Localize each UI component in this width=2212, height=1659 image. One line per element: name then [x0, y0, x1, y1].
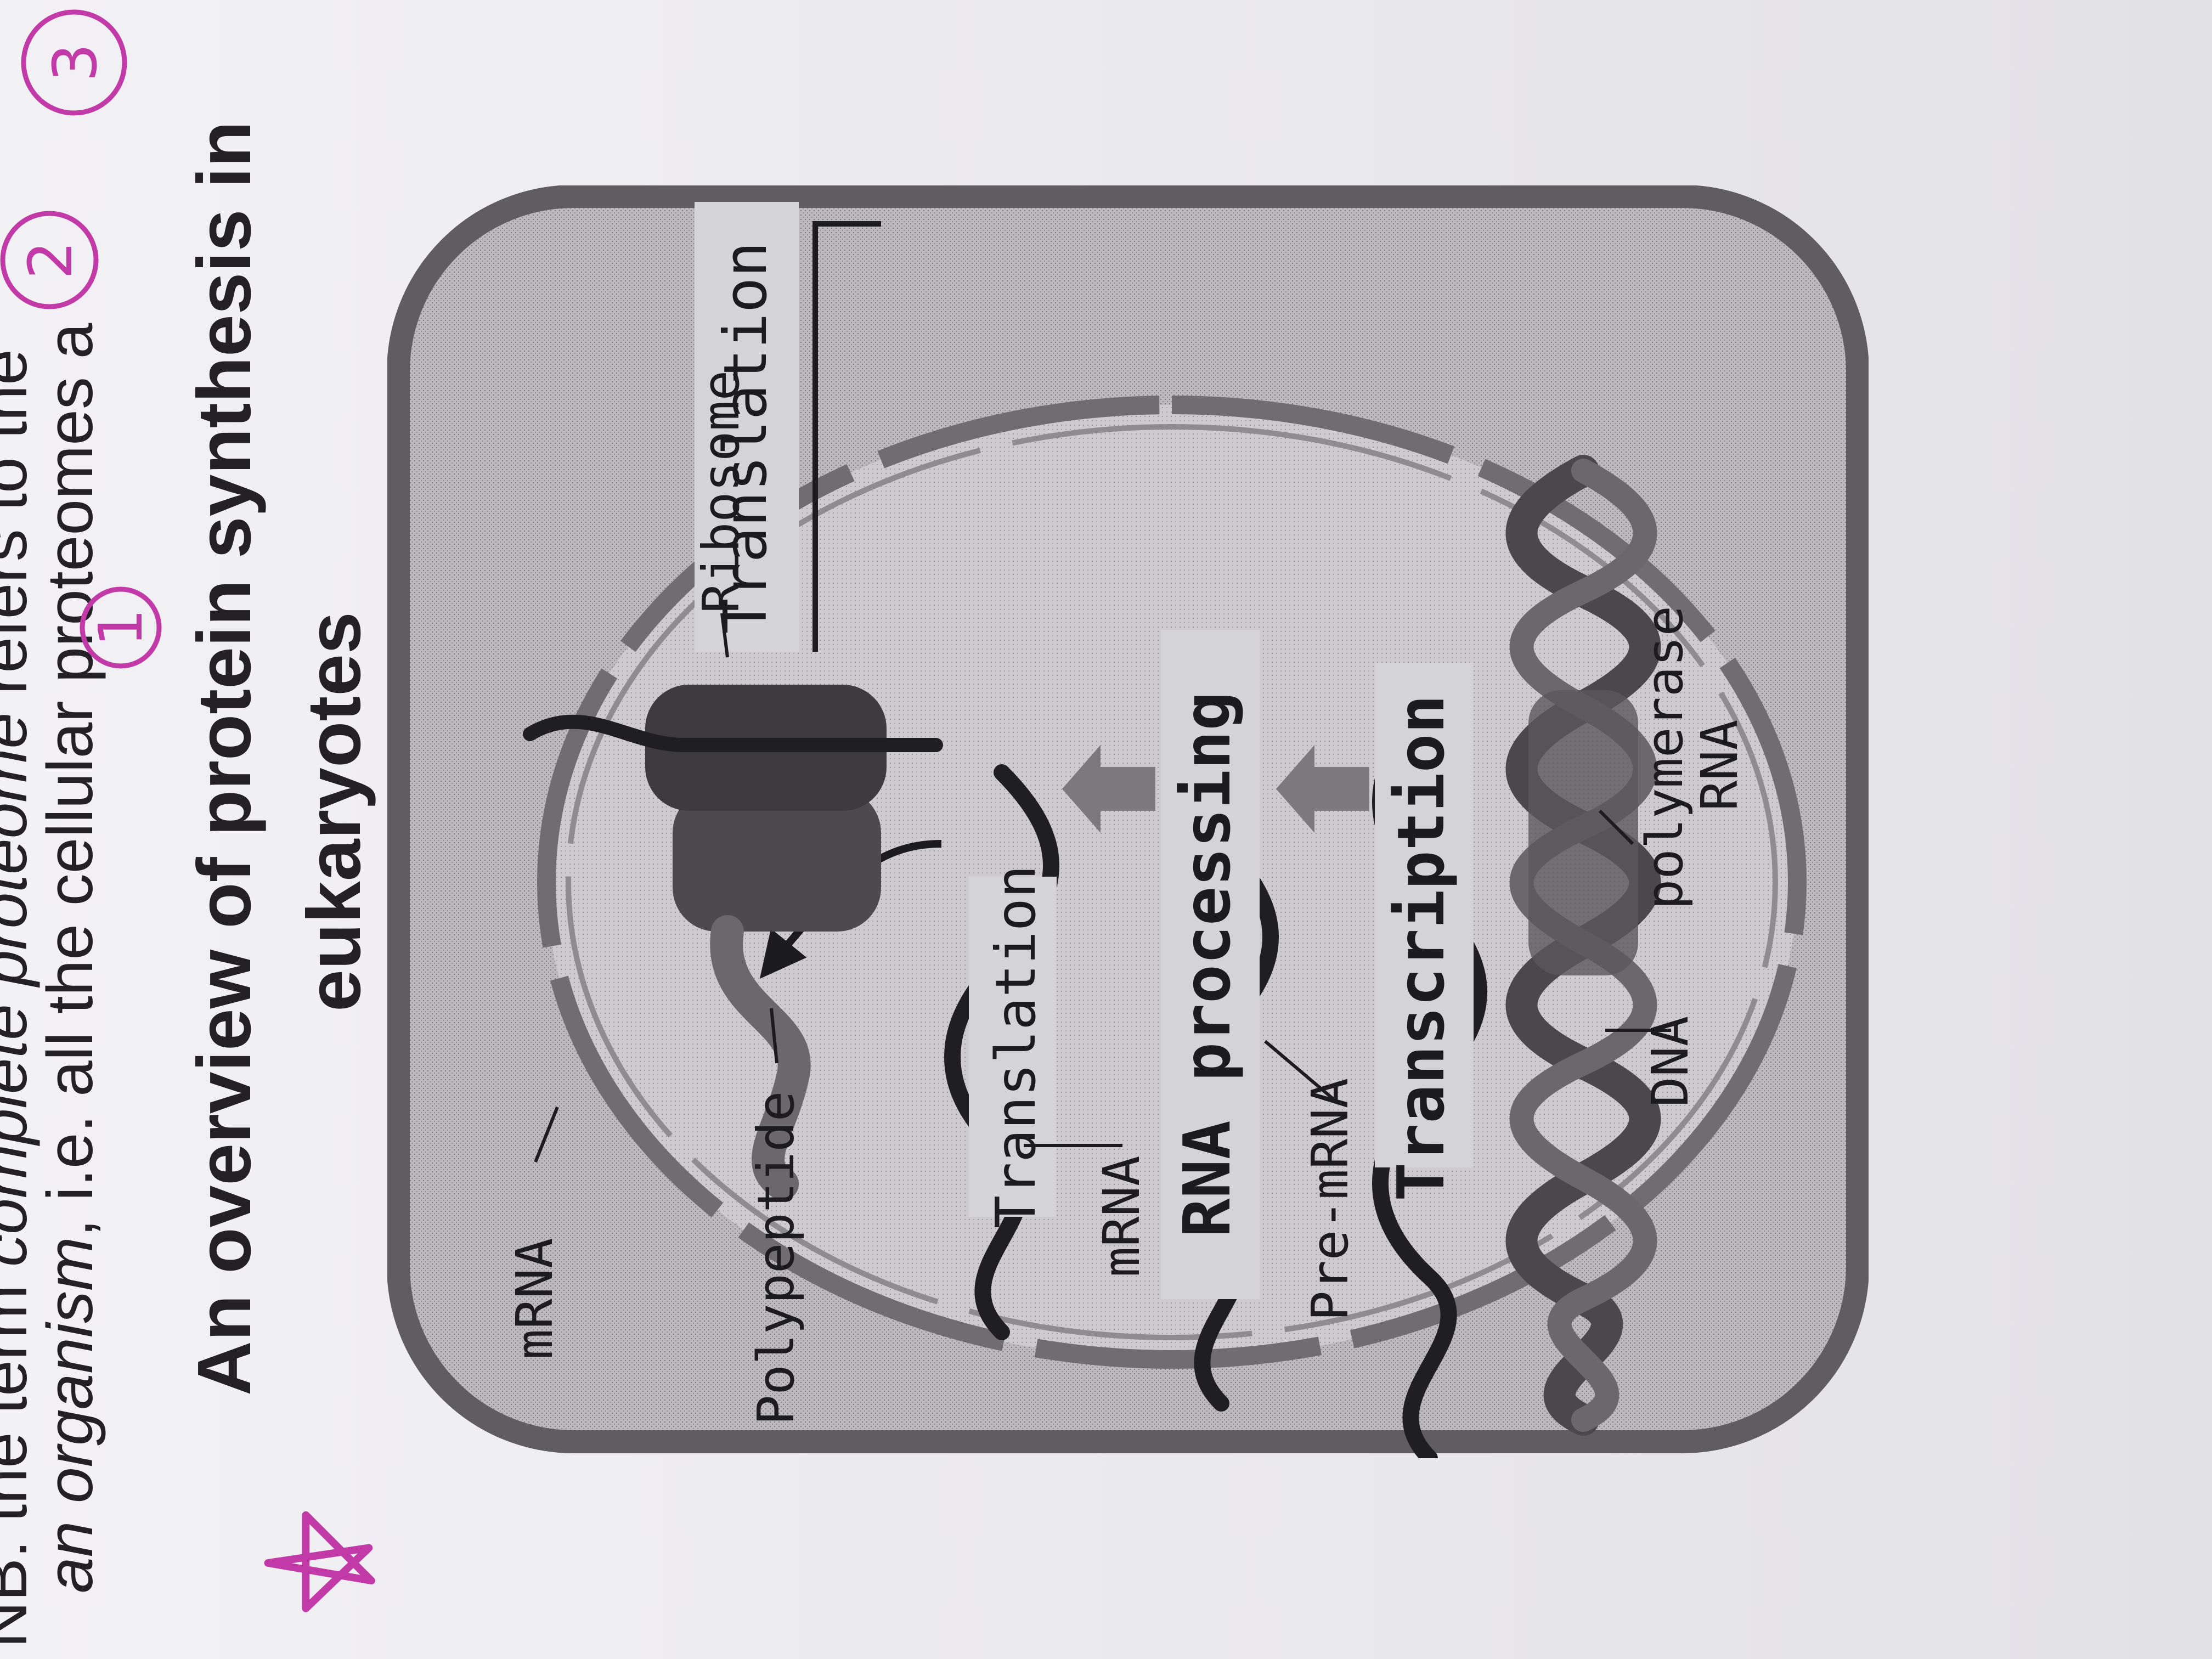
translation-bracket-line — [812, 221, 881, 652]
polypeptide-chain — [710, 915, 811, 1200]
translation-inner-box — [969, 877, 1057, 1217]
margin-number-3: 3 — [21, 9, 127, 116]
leader-rna-polymerase — [1598, 809, 1634, 845]
leader-ribosome — [720, 613, 729, 658]
rna-processing-arrow — [1062, 745, 1155, 833]
leader-polypeptide — [770, 1008, 778, 1064]
svg-text:3: 3 — [40, 43, 110, 82]
label-mrna-cytoplasm: mRNA — [505, 1238, 564, 1359]
line2-italic-term: an organism — [34, 1237, 106, 1593]
label-rna-polymerase-2: polymerase — [1635, 606, 1694, 910]
leader-pre-mrna — [1264, 1040, 1338, 1103]
dna-helix — [1505, 455, 1661, 1436]
label-polypeptide: Polypeptide — [747, 1091, 805, 1425]
leader-mrna-cytoplasm — [534, 1106, 559, 1163]
rna-processing-box — [1161, 630, 1260, 1299]
margin-number-2: 2 — [0, 211, 99, 309]
step-transcription: Transcription — [1383, 695, 1459, 1201]
translation-bracket-box — [695, 202, 799, 652]
transcription-box — [1375, 663, 1474, 1167]
handwritten-star-icon — [264, 1511, 375, 1612]
section-title-line-1: An overview of protein synthesis in — [182, 121, 267, 1396]
label-rna-polymerase-1: RNA — [1690, 720, 1749, 811]
mrna-nucleus-strand — [944, 764, 1059, 1340]
transcription-arrow — [1276, 745, 1369, 833]
step-rna-processing: RNA processing — [1169, 692, 1245, 1238]
ribosome-shape — [645, 685, 887, 932]
step-translation-box: Translation — [984, 865, 1048, 1228]
label-ribosome: Ribosome — [692, 370, 751, 613]
svg-text:2: 2 — [15, 241, 86, 279]
line2-suffix: , i.e. all the cellular proteomes a — [34, 323, 106, 1237]
label-pre-mrna: Pre-mRNA — [1301, 1078, 1359, 1321]
mrna-cytoplasm-strand — [523, 714, 943, 753]
step-translation-bracket: Translation — [712, 241, 780, 634]
rna-polymerase-shape — [1528, 690, 1638, 975]
intro-text-line-2: an organism, i.e. all the cellular prote… — [33, 323, 108, 1593]
protein-synthesis-diagram: Transcription RNA processing Translation… — [387, 185, 1869, 1458]
section-title-line-2: eukaryotes — [292, 612, 376, 1012]
label-mrna-nucleus: mRNA — [1092, 1155, 1151, 1277]
